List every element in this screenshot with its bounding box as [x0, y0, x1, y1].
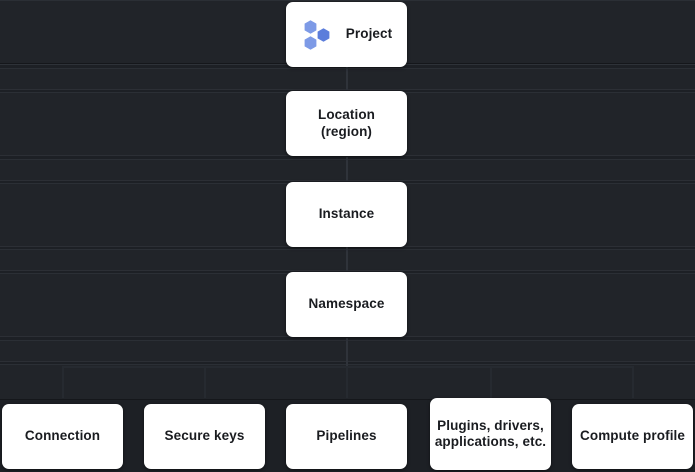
connector-drop-compute-profile: [632, 366, 634, 398]
node-compute-profile[interactable]: Compute profile: [572, 404, 693, 469]
node-plugins[interactable]: Plugins, drivers, applications, etc.: [430, 398, 551, 470]
connector-drop-secure-keys: [204, 366, 206, 398]
connector-drop-pipelines: [346, 366, 348, 398]
connector-drop-plugins: [490, 366, 492, 398]
node-instance[interactable]: Instance: [286, 182, 407, 247]
node-secure-keys[interactable]: Secure keys: [144, 404, 265, 469]
connector-instance-to-namespace: [346, 247, 348, 271]
connector-location-to-instance: [346, 157, 348, 181]
node-label: Plugins, drivers, applications, etc.: [434, 417, 547, 449]
node-namespace[interactable]: Namespace: [286, 272, 407, 337]
node-label: Namespace: [308, 296, 385, 312]
node-connection[interactable]: Connection: [2, 404, 123, 469]
node-label: Pipelines: [316, 428, 377, 444]
node-label: Location (region): [317, 107, 376, 139]
node-label: Secure keys: [164, 428, 245, 444]
connector-namespace-to-children: [346, 338, 348, 366]
connector-drop-connection: [62, 366, 64, 398]
node-label: Project: [345, 26, 393, 42]
node-project[interactable]: Project: [286, 2, 407, 67]
node-label: Instance: [318, 206, 375, 222]
node-pipelines[interactable]: Pipelines: [286, 404, 407, 469]
node-location[interactable]: Location (region): [286, 91, 407, 156]
node-label: Connection: [24, 428, 101, 444]
hexagon-cluster-icon: [304, 19, 330, 50]
connector-project-to-location: [346, 66, 348, 90]
node-label: Compute profile: [580, 428, 685, 444]
